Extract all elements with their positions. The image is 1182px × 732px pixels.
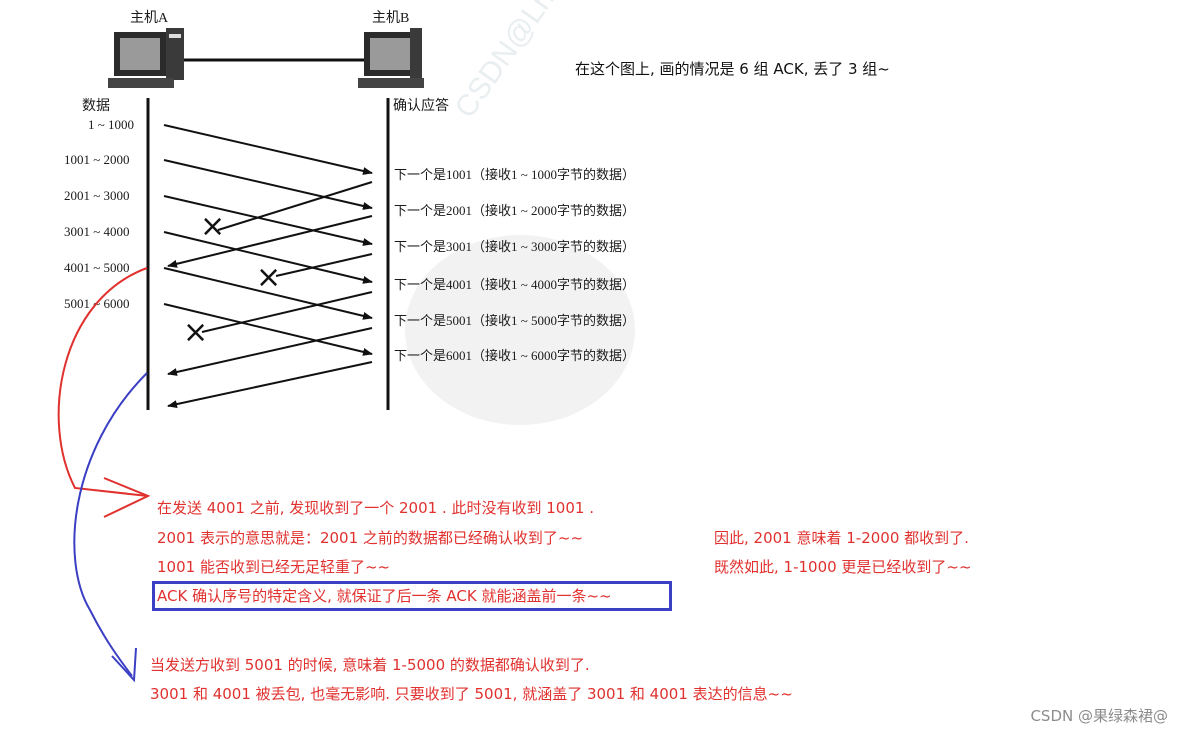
red-note-right: 既然如此, 1-1000 更是已经收到了~~	[714, 560, 972, 575]
blue-callout-arrow	[74, 373, 147, 676]
blue-arrow-note-line: 3001 和 4001 被丢包, 也毫无影响. 只要收到了 5001, 就涵盖了…	[150, 687, 793, 702]
segment-arrow	[164, 196, 372, 244]
ack-label: 下一个是4001（接收1 ~ 4000字节的数据）	[394, 277, 635, 292]
segment-label: 1001 ~ 2000	[64, 152, 130, 167]
segment-label: 1 ~ 1000	[88, 117, 134, 132]
ack-arrow	[168, 362, 372, 406]
red-note-line: 在发送 4001 之前, 发现收到了一个 2001 . 此时没有收到 1001 …	[157, 501, 594, 516]
lost-mark-icon: ×	[183, 315, 208, 350]
segment-label: 4001 ~ 5000	[64, 260, 130, 275]
ack-column-label: 确认应答	[393, 97, 449, 114]
boxed-note: ACK 确认序号的特定含义, 就保证了后一条 ACK 就能涵盖前一条~~	[157, 589, 612, 604]
host-a-label: 主机A	[130, 10, 169, 26]
host-b-label: 主机B	[372, 10, 409, 26]
lost-ack-line	[218, 182, 372, 230]
data-column-label: 数据	[82, 98, 110, 114]
top-note: 在这个图上, 画的情况是 6 组 ACK, 丢了 3 组~	[575, 62, 890, 77]
segment-arrow	[164, 125, 372, 173]
lost-mark-icon: ×	[200, 209, 225, 244]
csdn-watermark: CSDN @果绿森裙@	[1030, 705, 1168, 726]
blue-arrow-note-line: 当发送方收到 5001 的时候, 意味着 1-5000 的数据都确认收到了.	[150, 658, 590, 673]
red-note-right: 因此, 2001 意味着 1-2000 都收到了.	[714, 531, 969, 546]
segment-label: 2001 ~ 3000	[64, 188, 130, 203]
diagonal-watermark: CSDN@Lnk	[449, 0, 571, 124]
ack-label: 下一个是5001（接收1 ~ 5000字节的数据）	[394, 313, 635, 328]
seal-watermark	[405, 235, 635, 425]
red-note-line: 2001 表示的意思就是：2001 之前的数据都已经确认收到了~~	[157, 531, 583, 546]
segment-arrow	[164, 160, 372, 208]
ack-label: 下一个是1001（接收1 ~ 1000字节的数据）	[394, 167, 635, 182]
segment-label: 3001 ~ 4000	[64, 224, 130, 239]
computer-b-icon	[358, 28, 424, 88]
red-note-line: 1001 能否收到已经无足轻重了~~	[157, 560, 390, 575]
red-arrowhead-icon	[104, 478, 148, 517]
lost-ack-line	[276, 254, 372, 276]
ack-label: 下一个是3001（接收1 ~ 3000字节的数据）	[394, 239, 635, 254]
computer-a-icon	[108, 28, 184, 88]
ack-label: 下一个是2001（接收1 ~ 2000字节的数据）	[394, 203, 635, 218]
lost-mark-icon: ×	[256, 260, 281, 295]
ack-label: 下一个是6001（接收1 ~ 6000字节的数据）	[394, 348, 635, 363]
